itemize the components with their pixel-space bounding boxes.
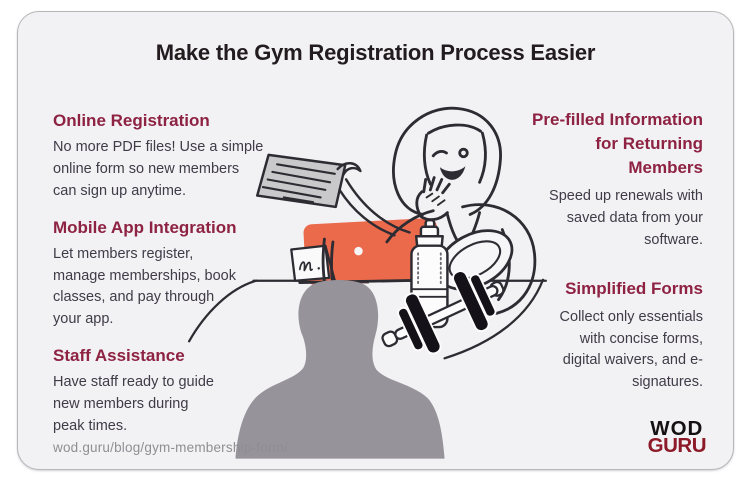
section-body: Speed up renewals with saved data from y… — [549, 188, 703, 248]
left-column: Online Registration No more PDF files! U… — [53, 110, 281, 451]
source-url-link[interactable]: wod.guru/blog/gym-membership-form/ — [53, 440, 288, 455]
section-staff-assistance: Staff Assistance Have staff ready to gui… — [53, 345, 281, 438]
section-heading: Simplified Forms — [565, 278, 703, 298]
logo-text-wod: WOD — [650, 417, 704, 440]
section-body: Have staff ready to guide new members du… — [53, 374, 214, 434]
section-body: Collect only essentials with concise for… — [559, 308, 703, 390]
section-body: No more PDF files! Use a simple online f… — [53, 139, 264, 199]
desk-shadow — [301, 266, 369, 284]
section-body: Let members register, manage memberships… — [53, 245, 236, 327]
section-mobile-app-integration: Mobile App Integration Let members regis… — [53, 217, 281, 331]
infographic-card: Make the Gym Registration Process Easier — [17, 11, 734, 470]
right-column: Pre-filled Information for Returning Mem… — [503, 108, 703, 419]
dumbbell-icon — [381, 270, 505, 355]
section-prefilled-information: Pre-filled Information for Returning Mem… — [503, 108, 703, 252]
page-title: Make the Gym Registration Process Easier — [155, 40, 596, 65]
logo-text-guru: GURU — [647, 434, 707, 458]
section-online-registration: Online Registration No more PDF files! U… — [53, 110, 281, 203]
wodguru-logo: WOD GURU — [647, 417, 707, 458]
laptop-icon — [298, 218, 448, 285]
section-heading: Staff Assistance — [53, 345, 185, 365]
section-heading: Online Registration — [53, 111, 210, 130]
section-simplified-forms: Simplified Forms Collect only essentials… — [503, 277, 703, 394]
name-card-icon — [290, 244, 336, 282]
section-heading: Mobile App Integration — [53, 217, 237, 237]
shaker-bottle-icon — [410, 218, 449, 329]
section-heading: Pre-filled Information for Returning Mem… — [532, 110, 703, 178]
